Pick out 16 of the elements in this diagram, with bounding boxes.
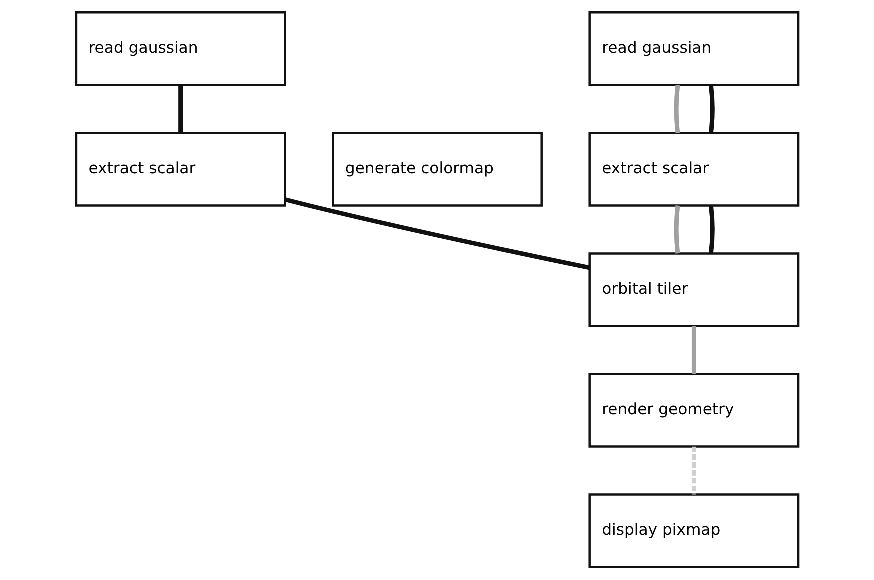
node-box: extract scalar	[74, 132, 286, 207]
node-box: extract scalar	[588, 132, 800, 207]
connector	[284, 198, 590, 270]
node-box: read gaussian	[74, 12, 286, 86]
connector	[691, 446, 696, 495]
node-box: render geometry	[588, 373, 800, 448]
node-box: display pixmap	[588, 494, 800, 568]
connector	[708, 206, 714, 254]
node-box: generate colormap	[332, 132, 542, 207]
connector	[691, 326, 696, 374]
node-box: orbital tiler	[588, 252, 800, 328]
connector	[674, 206, 680, 254]
connector	[674, 85, 680, 134]
connector	[178, 85, 183, 134]
connector	[708, 84, 714, 134]
node-box: read gaussian	[588, 12, 800, 86]
